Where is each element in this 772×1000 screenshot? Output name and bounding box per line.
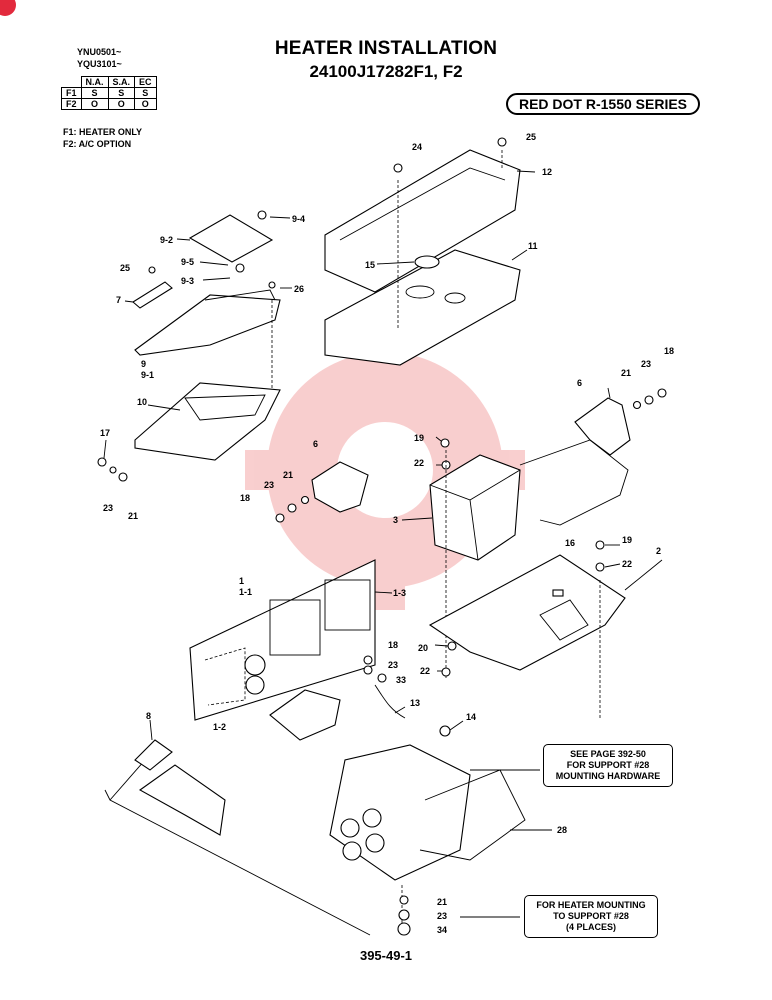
legend-item: F1: HEATER ONLY: [63, 127, 143, 137]
heater-unit: [329, 744, 471, 881]
duct-part-9: [134, 294, 281, 356]
callout-13: 13: [410, 698, 420, 708]
callout-23b: 23: [264, 480, 274, 490]
control-panel-1: [189, 559, 376, 721]
callout-6a: 6: [313, 439, 318, 449]
callout-24: 24: [412, 142, 422, 152]
callout-23c: 23: [641, 359, 651, 369]
duct-lower-11: [324, 249, 521, 366]
table-cell: O: [107, 98, 136, 110]
corner-badge: [0, 0, 16, 16]
callout-1-3: 1-3: [393, 588, 406, 598]
note-line: MOUNTING HARDWARE: [555, 771, 661, 781]
callout-21a: 21: [128, 511, 138, 521]
callout-12: 12: [542, 167, 552, 177]
callout-1-2: 1-2: [213, 722, 226, 732]
callout-33: 33: [396, 675, 406, 685]
table-cell: O: [80, 98, 109, 110]
air-duct: [138, 764, 226, 836]
callout-10: 10: [137, 397, 147, 407]
model-code: YQU3101~: [77, 59, 122, 69]
callout-7: 7: [116, 295, 121, 305]
legend-item: F2: A/C OPTION: [63, 139, 132, 149]
callout-25: 25: [526, 132, 536, 142]
duct-part-1-2: [269, 689, 341, 741]
note-line: FOR HEATER MOUNTING: [536, 900, 646, 910]
page-title: HEATER INSTALLATION: [274, 38, 498, 59]
callout-11: 11: [528, 241, 538, 251]
callout-3: 3: [393, 515, 398, 525]
callout-18a: 18: [240, 493, 250, 503]
table-row: F2 O O O: [61, 98, 157, 110]
heater-mounting-note: FOR HEATER MOUNTING TO SUPPORT #28 (4 PL…: [524, 895, 658, 938]
callout-9-1: 9-1: [141, 370, 154, 380]
model-codes: YNU0501~ YQU3101~: [77, 46, 122, 70]
duct-cover-12: [324, 149, 521, 293]
callout-23a: 23: [103, 503, 113, 513]
callout-22c: 22: [420, 666, 430, 676]
callout-23d: 23: [388, 660, 398, 670]
note-line: (4 PLACES): [565, 922, 616, 932]
callout-25b: 25: [120, 263, 130, 273]
callout-22a: 22: [414, 458, 424, 468]
control-switch-6b: [574, 397, 631, 456]
support-hardware-note: SEE PAGE 392-50 FOR SUPPORT #28 MOUNTING…: [543, 744, 673, 787]
callout-1: 1: [239, 576, 244, 586]
note-line: FOR SUPPORT #28: [566, 760, 650, 770]
heater-box-3: [429, 454, 521, 561]
callout-14: 14: [466, 712, 476, 722]
callout-9-3: 9-3: [181, 276, 194, 286]
part-number: 24100J17282F1, F2: [309, 62, 463, 81]
callout-6b: 6: [577, 378, 582, 388]
callout-21d: 21: [437, 897, 447, 907]
support-plate-2: [428, 554, 626, 671]
callout-21c: 21: [621, 368, 631, 378]
vent-8: [134, 739, 173, 771]
cab-floor: [104, 759, 371, 936]
callout-28: 28: [557, 825, 567, 835]
callout-22b: 22: [622, 559, 632, 569]
control-switch-6: [311, 461, 369, 513]
callout-15: 15: [365, 260, 375, 270]
availability-table: N.A. S.A. EC F1 S S S F2 O O O: [61, 76, 157, 110]
duct-part-9-2: [188, 214, 274, 263]
table-row: F1 S S S: [61, 87, 157, 99]
note-line: SEE PAGE 392-50: [570, 749, 646, 759]
callout-1-1: 1-1: [239, 587, 252, 597]
callout-9-5: 9-5: [181, 257, 194, 267]
callout-9: 9: [141, 359, 146, 369]
table-cell: O: [134, 98, 157, 110]
duct-10: [134, 382, 281, 461]
vent-7: [132, 281, 173, 309]
callout-9-4: 9-4: [292, 214, 305, 224]
callout-34: 34: [437, 925, 447, 935]
model-code: YNU0501~: [77, 47, 122, 57]
page-number: 395-49-1: [359, 948, 413, 963]
callout-9-2: 9-2: [160, 235, 173, 245]
callout-19b: 19: [622, 535, 632, 545]
callout-17: 17: [100, 428, 110, 438]
option-legend: F1: HEATER ONLY F2: A/C OPTION: [63, 126, 142, 150]
mounting-bracket: [519, 439, 629, 526]
callout-19a: 19: [414, 433, 424, 443]
callout-23e: 23: [437, 911, 447, 921]
support-28: [419, 769, 526, 861]
callout-18b: 18: [664, 346, 674, 356]
callout-20: 20: [418, 643, 428, 653]
hose-13: [374, 684, 406, 719]
callout-21b: 21: [283, 470, 293, 480]
callout-8: 8: [146, 711, 151, 721]
callout-18c: 18: [388, 640, 398, 650]
series-badge: RED DOT R-1550 SERIES: [506, 93, 700, 115]
note-line: TO SUPPORT #28: [553, 911, 629, 921]
callout-2: 2: [656, 546, 661, 556]
callout-26: 26: [294, 284, 304, 294]
callout-16: 16: [565, 538, 575, 548]
grommet-15: [414, 255, 440, 269]
